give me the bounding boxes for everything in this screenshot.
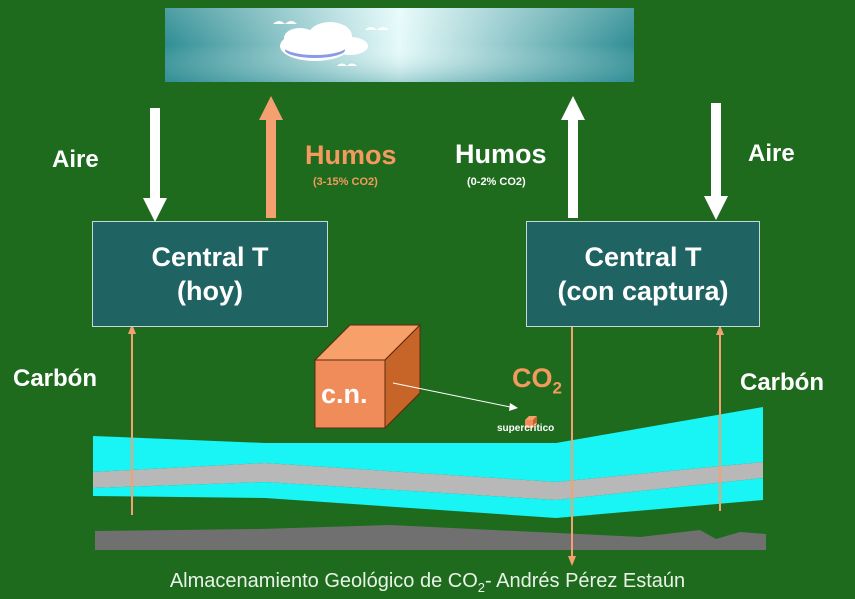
co2-label-sub: 2 <box>552 378 562 398</box>
cloud-icon <box>273 21 389 66</box>
plant-left-subtitle: (hoy) <box>177 276 243 306</box>
footer-prefix: Almacenamiento Geológico de CO <box>169 570 478 592</box>
aire-right-label: Aire <box>748 140 795 167</box>
humos-right-arrow <box>561 96 585 218</box>
aire-left-arrow <box>143 108 167 222</box>
plant-left: Central T (hoy) <box>92 221 328 327</box>
carbon-left-arrow <box>128 324 136 515</box>
co2-injection-arrow <box>568 325 576 566</box>
carbon-right-arrow <box>716 325 724 511</box>
footer-suffix: - Andrés Pérez Estaún <box>485 570 686 592</box>
carbon-left-label: Carbón <box>13 365 97 392</box>
co2-label: CO2 <box>512 363 562 398</box>
co2-small-cube-icon <box>525 416 537 428</box>
plant-left-title: Central T <box>151 242 269 272</box>
carbon-right-label: Carbón <box>740 369 824 396</box>
footer-sub: 2 <box>477 580 486 595</box>
cube-label: c.n. <box>321 379 368 409</box>
lower-aquifer-layer <box>93 478 763 518</box>
cube-to-co2-arrow <box>392 382 518 411</box>
plant-right-subtitle: (con captura) <box>557 276 729 306</box>
sky-panel <box>165 8 634 82</box>
middle-grey-layer <box>93 462 763 500</box>
plant-right-title: Central T <box>584 242 702 272</box>
geological-layers <box>93 407 766 550</box>
humos-left-arrow <box>259 96 283 218</box>
footer-caption: Almacenamiento Geológico de CO2- Andrés … <box>0 570 855 595</box>
bedrock-layer <box>95 525 766 550</box>
humos-right-sublabel: (0-2% CO2) <box>467 176 526 188</box>
supercritico-label: supercrítico <box>497 423 555 434</box>
cn-cube <box>313 323 422 430</box>
co2-label-main: CO <box>512 363 553 393</box>
upper-aquifer-layer <box>93 407 763 482</box>
aire-right-arrow <box>704 103 728 220</box>
aire-left-label: Aire <box>52 146 99 173</box>
humos-right-label: Humos <box>455 139 547 169</box>
plant-right: Central T (con captura) <box>526 221 760 327</box>
humos-left-sublabel: (3-15% CO2) <box>313 176 378 188</box>
humos-left-label: Humos <box>305 140 397 170</box>
